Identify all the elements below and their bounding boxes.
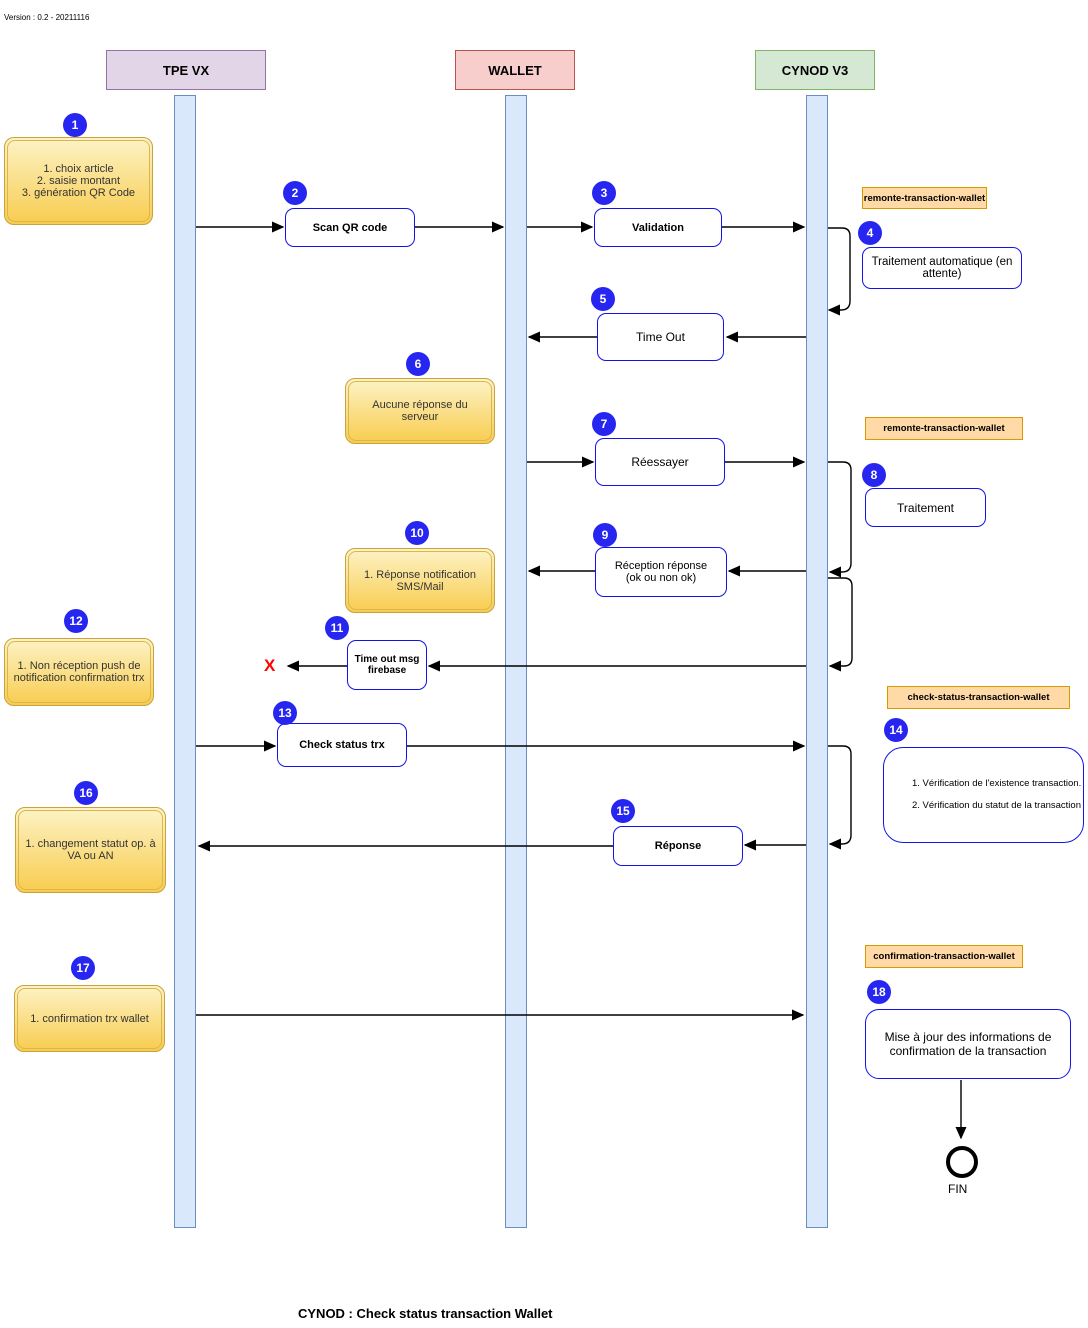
step-badge-11: 11: [325, 616, 349, 640]
self-loop-verification: [828, 745, 852, 850]
note-confirmation-trx: 1. confirmation trx wallet: [14, 985, 165, 1052]
note-preparation-qr: 1. choix article 2. saisie montant 3. gé…: [4, 137, 153, 225]
lifeline-cynod: [806, 95, 828, 1228]
note-non-reception-push: 1. Non réception push de notification co…: [4, 638, 154, 706]
note-changement-statut: 1. changement statut op. à VA ou AN: [15, 807, 166, 893]
self-loop-traitement-attente: [827, 227, 851, 316]
end-node-circle: [946, 1146, 978, 1178]
actor-wallet: WALLET: [455, 50, 575, 90]
diagram-caption: CYNOD : Check status transaction Wallet: [298, 1306, 553, 1321]
lifeline-wallet: [505, 95, 527, 1228]
action-traitement-automatique: Traitement automatique (en attente): [862, 247, 1022, 289]
self-loop-traitement: [828, 461, 852, 578]
action-reception-reponse: Réception réponse (ok ou non ok): [595, 547, 727, 597]
step-badge-13: 13: [273, 701, 297, 725]
step-badge-14: 14: [884, 718, 908, 742]
queue-label-remonte-1: remonte-transaction-wallet: [862, 187, 987, 209]
action-check-status-trx: Check status trx: [277, 723, 407, 767]
queue-label-remonte-2: remonte-transaction-wallet: [865, 417, 1023, 440]
step-badge-9: 9: [593, 523, 617, 547]
action-timeout-msg-firebase: Time out msg firebase: [347, 640, 427, 690]
action-validation: Validation: [594, 208, 722, 247]
message-lost-x-mark: X: [264, 656, 276, 675]
self-loop-timeout-firebase: [828, 577, 853, 672]
action-reponse: Réponse: [613, 826, 743, 866]
end-node-label: FIN: [948, 1182, 968, 1196]
step-badge-8: 8: [862, 463, 886, 487]
step-badge-1: 1: [63, 113, 87, 137]
step-badge-17: 17: [71, 956, 95, 980]
step-badge-7: 7: [592, 412, 616, 436]
step-badge-2: 2: [283, 181, 307, 205]
step-badge-4: 4: [858, 221, 882, 245]
step-badge-12: 12: [64, 609, 88, 633]
action-mise-a-jour-confirmation: Mise à jour des informations de confirma…: [865, 1009, 1071, 1079]
action-verification-transaction: 1. Vérification de l'existence transacti…: [883, 747, 1084, 843]
step-badge-16: 16: [74, 781, 98, 805]
actor-tpe-vx: TPE VX: [106, 50, 266, 90]
queue-label-check-status: check-status-transaction-wallet: [887, 686, 1070, 709]
step-badge-6: 6: [406, 352, 430, 376]
step-badge-15: 15: [611, 799, 635, 823]
step-badge-18: 18: [867, 980, 891, 1004]
queue-label-confirmation: confirmation-transaction-wallet: [865, 945, 1023, 968]
action-traitement: Traitement: [865, 488, 986, 527]
note-aucune-reponse: Aucune réponse du serveur: [345, 378, 495, 444]
action-reessayer: Réessayer: [595, 438, 725, 486]
action-time-out: Time Out: [597, 313, 724, 361]
step-badge-10: 10: [405, 521, 429, 545]
note-reponse-notification: 1. Réponse notification SMS/Mail: [345, 548, 495, 613]
step-badge-5: 5: [591, 287, 615, 311]
step-badge-3: 3: [592, 181, 616, 205]
actor-cynod-v3: CYNOD V3: [755, 50, 875, 90]
action-scan-qr-code: Scan QR code: [285, 208, 415, 247]
version-label: Version : 0.2 - 20211116: [4, 13, 90, 22]
lifeline-tpe: [174, 95, 196, 1228]
